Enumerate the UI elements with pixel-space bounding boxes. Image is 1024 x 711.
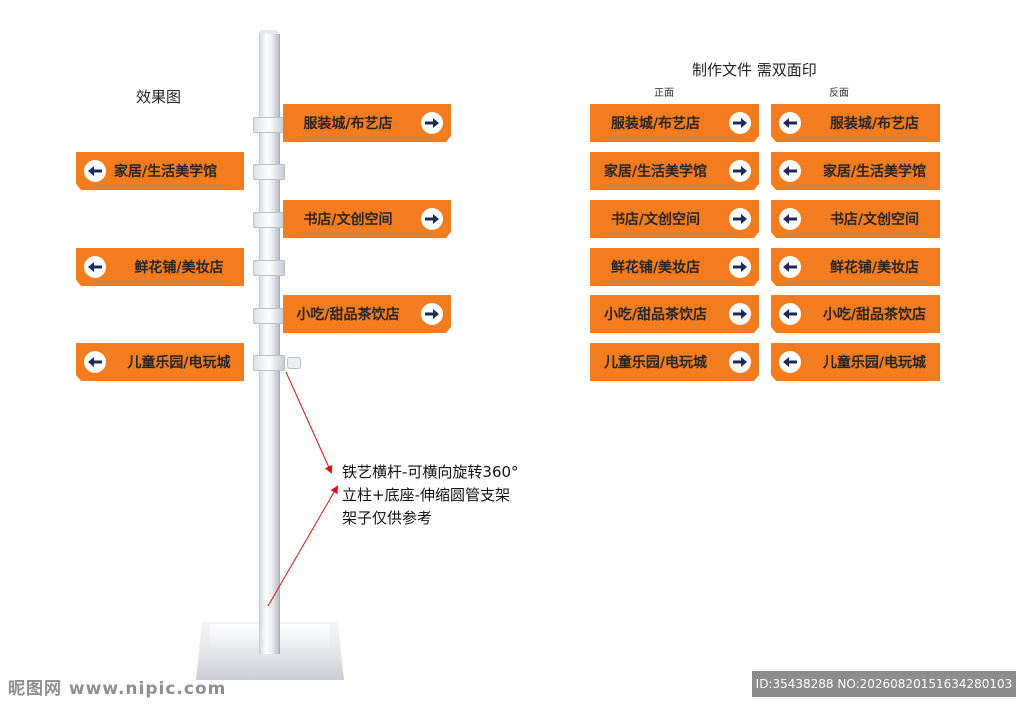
sign-label: 家居/生活美学馆 — [114, 164, 218, 180]
annotation-line-2: 立柱+底座-伸缩圆管支架 — [342, 486, 510, 504]
pole-clamp — [253, 260, 285, 276]
sign-label: 鲜花铺/美妆店 — [610, 260, 701, 276]
sign-label: 书店/文创空间 — [303, 212, 393, 228]
arrow-right-icon — [729, 303, 751, 325]
production-file-title: 制作文件 需双面印 — [692, 61, 817, 79]
sign-label: 服装城/布艺店 — [303, 116, 393, 132]
sign-label: 家居/生活美学馆 — [603, 164, 708, 180]
watermark-id: ID:35438288 NO:20260820151634280103 — [752, 671, 1016, 697]
arrow-right-icon — [729, 351, 751, 373]
arrow-left-icon — [84, 160, 106, 182]
sign-label: 儿童乐园/电玩城 — [603, 355, 708, 371]
back-sign: 小吃/甜品茶饮店 — [771, 295, 940, 333]
preview-sign-right: 小吃/甜品茶饮店 — [283, 295, 451, 333]
arrow-right-icon — [729, 112, 751, 134]
annotation-line-3: 架子仅供参考 — [342, 509, 433, 527]
preview-sign-left: 家居/生活美学馆 — [76, 152, 244, 190]
sign-label: 小吃/甜品茶饮店 — [603, 307, 708, 323]
front-sign: 书店/文创空间 — [590, 200, 759, 238]
preview-sign-left: 鲜花铺/美妆店 — [76, 248, 244, 286]
arrow-left-icon — [779, 112, 801, 134]
sign-label: 书店/文创空间 — [610, 212, 701, 228]
sign-label: 鲜花铺/美妆店 — [134, 260, 224, 276]
arrow-right-icon — [729, 160, 751, 182]
arrow-left-icon — [779, 303, 801, 325]
preview-sign-right: 书店/文创空间 — [283, 200, 451, 238]
sign-label: 书店/文创空间 — [829, 212, 920, 228]
back-sign: 书店/文创空间 — [771, 200, 940, 238]
pole-clamp — [253, 355, 285, 371]
front-sign: 家居/生活美学馆 — [590, 152, 759, 190]
front-side-label: 正面 — [654, 88, 674, 99]
pole-clamp — [253, 164, 285, 180]
pole-cap — [259, 30, 278, 36]
sign-label: 家居/生活美学馆 — [822, 164, 927, 180]
clamp-knob — [287, 357, 301, 369]
preview-sign-right: 服装城/布艺店 — [283, 104, 451, 142]
watermark-logo: 昵图网 www.nipic.com — [8, 679, 227, 699]
back-sign: 儿童乐园/电玩城 — [771, 343, 940, 381]
arrow-left-icon — [779, 256, 801, 278]
stand-pole — [259, 34, 280, 654]
arrow-left-icon — [84, 351, 106, 373]
arrow-right-icon — [729, 208, 751, 230]
sign-label: 儿童乐园/电玩城 — [822, 355, 927, 371]
back-side-label: 反面 — [829, 88, 849, 99]
annotation-line-1: 铁艺横杆-可横向旋转360° — [342, 463, 519, 481]
preview-title: 效果图 — [136, 88, 182, 106]
arrow-right-icon — [421, 208, 443, 230]
front-sign: 服装城/布艺店 — [590, 104, 759, 142]
front-sign: 鲜花铺/美妆店 — [590, 248, 759, 286]
arrow-left-icon — [779, 160, 801, 182]
sign-label: 小吃/甜品茶饮店 — [822, 307, 927, 323]
preview-sign-left: 儿童乐园/电玩城 — [76, 343, 244, 381]
annotation-text: 铁艺横杆-可横向旋转360° 立柱+底座-伸缩圆管支架 架子仅供参考 — [342, 461, 519, 530]
arrow-right-icon — [421, 303, 443, 325]
back-sign: 服装城/布艺店 — [771, 104, 940, 142]
arrow-left-icon — [779, 351, 801, 373]
arrow-right-icon — [729, 256, 751, 278]
front-sign: 小吃/甜品茶饮店 — [590, 295, 759, 333]
sign-label: 儿童乐园/电玩城 — [127, 355, 231, 371]
arrow-right-icon — [421, 112, 443, 134]
back-sign: 鲜花铺/美妆店 — [771, 248, 940, 286]
sign-label: 服装城/布艺店 — [610, 116, 701, 132]
sign-label: 小吃/甜品茶饮店 — [296, 307, 400, 323]
sign-label: 鲜花铺/美妆店 — [829, 260, 920, 276]
leader-line-pole — [267, 485, 339, 607]
front-sign: 儿童乐园/电玩城 — [590, 343, 759, 381]
arrow-left-icon — [84, 256, 106, 278]
sign-label: 服装城/布艺店 — [829, 116, 920, 132]
arrow-left-icon — [779, 208, 801, 230]
leader-line-crossbar — [285, 371, 333, 474]
back-sign: 家居/生活美学馆 — [771, 152, 940, 190]
